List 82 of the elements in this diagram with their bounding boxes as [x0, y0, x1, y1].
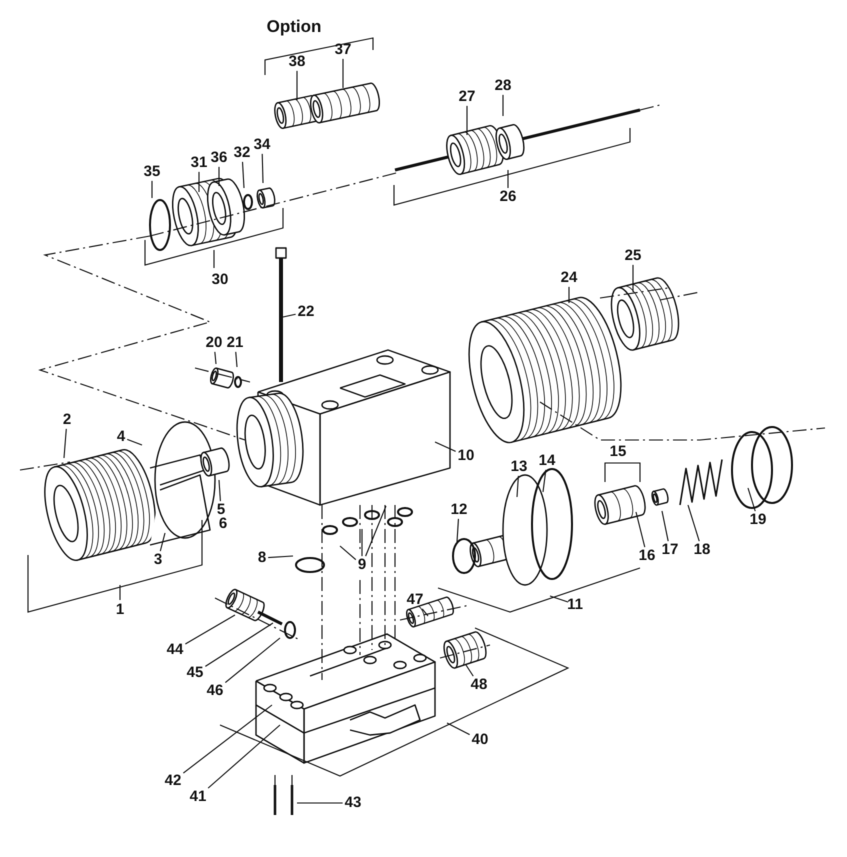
leader-line	[466, 664, 474, 676]
callout-number: 38	[288, 54, 306, 70]
leader-line	[225, 638, 280, 683]
leader-line	[235, 352, 238, 368]
leader-line	[687, 504, 700, 542]
option-heading: Option	[266, 18, 322, 36]
leader-line	[126, 438, 142, 446]
leader-line	[205, 622, 274, 667]
callout-number: 2	[62, 412, 72, 428]
callout-number: 1	[114, 602, 126, 618]
leader-line	[365, 506, 386, 556]
callout-number: 28	[494, 78, 512, 94]
leader-line	[340, 546, 356, 560]
callout-number: 13	[510, 459, 528, 475]
leader-line	[361, 529, 363, 556]
leader-line	[208, 724, 280, 789]
callout-number: 8	[256, 550, 268, 566]
callout-number: 6	[218, 516, 228, 532]
leader-line	[747, 488, 756, 512]
callout-number: 36	[210, 150, 228, 166]
leader-line	[262, 154, 264, 184]
leader-line	[456, 518, 459, 542]
leader-line	[466, 106, 468, 135]
leader-line	[422, 608, 428, 616]
leader-line	[198, 172, 200, 192]
callout-number: 47	[406, 592, 424, 608]
leader-line	[218, 480, 221, 502]
callout-number: 15	[608, 444, 628, 460]
callout-number: 18	[692, 542, 712, 558]
leader-line	[502, 94, 504, 116]
callout-number: 21	[226, 335, 244, 351]
leader-line	[282, 314, 296, 318]
callout-number: 24	[560, 270, 578, 286]
callout-number: 20	[204, 335, 224, 351]
leader-line	[160, 532, 166, 552]
callout-number: 45	[186, 665, 204, 681]
leader-line	[632, 264, 634, 292]
leader-line	[242, 162, 245, 188]
leader-line	[151, 180, 153, 198]
callout-number: 4	[116, 429, 126, 445]
callout-number: 31	[190, 155, 208, 171]
callout-number: 10	[456, 448, 476, 464]
callout-number: 40	[470, 732, 490, 748]
callout-number: 11	[566, 597, 584, 613]
callout-number: 43	[344, 795, 362, 811]
callout-number: 16	[638, 548, 656, 564]
callout-number: 42	[164, 773, 182, 789]
leader-line	[214, 352, 217, 364]
callout-number: 26	[498, 189, 518, 205]
leader-line	[63, 428, 67, 458]
callout-number: 14	[538, 453, 556, 469]
callout-number: 44	[166, 642, 184, 658]
callout-number: 5	[216, 502, 226, 518]
callout-number: 46	[206, 683, 224, 699]
callout-number: 12	[450, 502, 468, 518]
leader-line	[434, 442, 456, 452]
leader-line	[446, 722, 470, 736]
leader-line	[296, 70, 298, 100]
callout-number: 17	[660, 542, 680, 558]
callout-number: 19	[748, 512, 768, 528]
callout-number: 30	[210, 272, 230, 288]
callout-number: 9	[356, 557, 368, 573]
leader-line	[183, 704, 272, 774]
leader-line	[218, 166, 220, 186]
callout-number: 35	[142, 164, 162, 180]
leader-line	[268, 555, 294, 558]
callout-number: 48	[470, 677, 488, 693]
leader-line	[516, 476, 519, 498]
leader-line	[297, 802, 343, 804]
callout-number: 34	[252, 137, 272, 153]
leader-line	[185, 614, 236, 644]
callout-number: 32	[232, 145, 252, 161]
leader-line	[342, 58, 344, 88]
callout-number: 25	[624, 248, 642, 264]
leader-line	[542, 470, 546, 492]
callout-number: 41	[188, 789, 208, 805]
leader-line	[661, 510, 669, 542]
callout-number: 22	[296, 304, 316, 320]
callout-number: 27	[458, 89, 476, 105]
leader-line	[635, 512, 646, 548]
leader-line	[568, 286, 570, 303]
callout-number: 3	[152, 552, 164, 568]
